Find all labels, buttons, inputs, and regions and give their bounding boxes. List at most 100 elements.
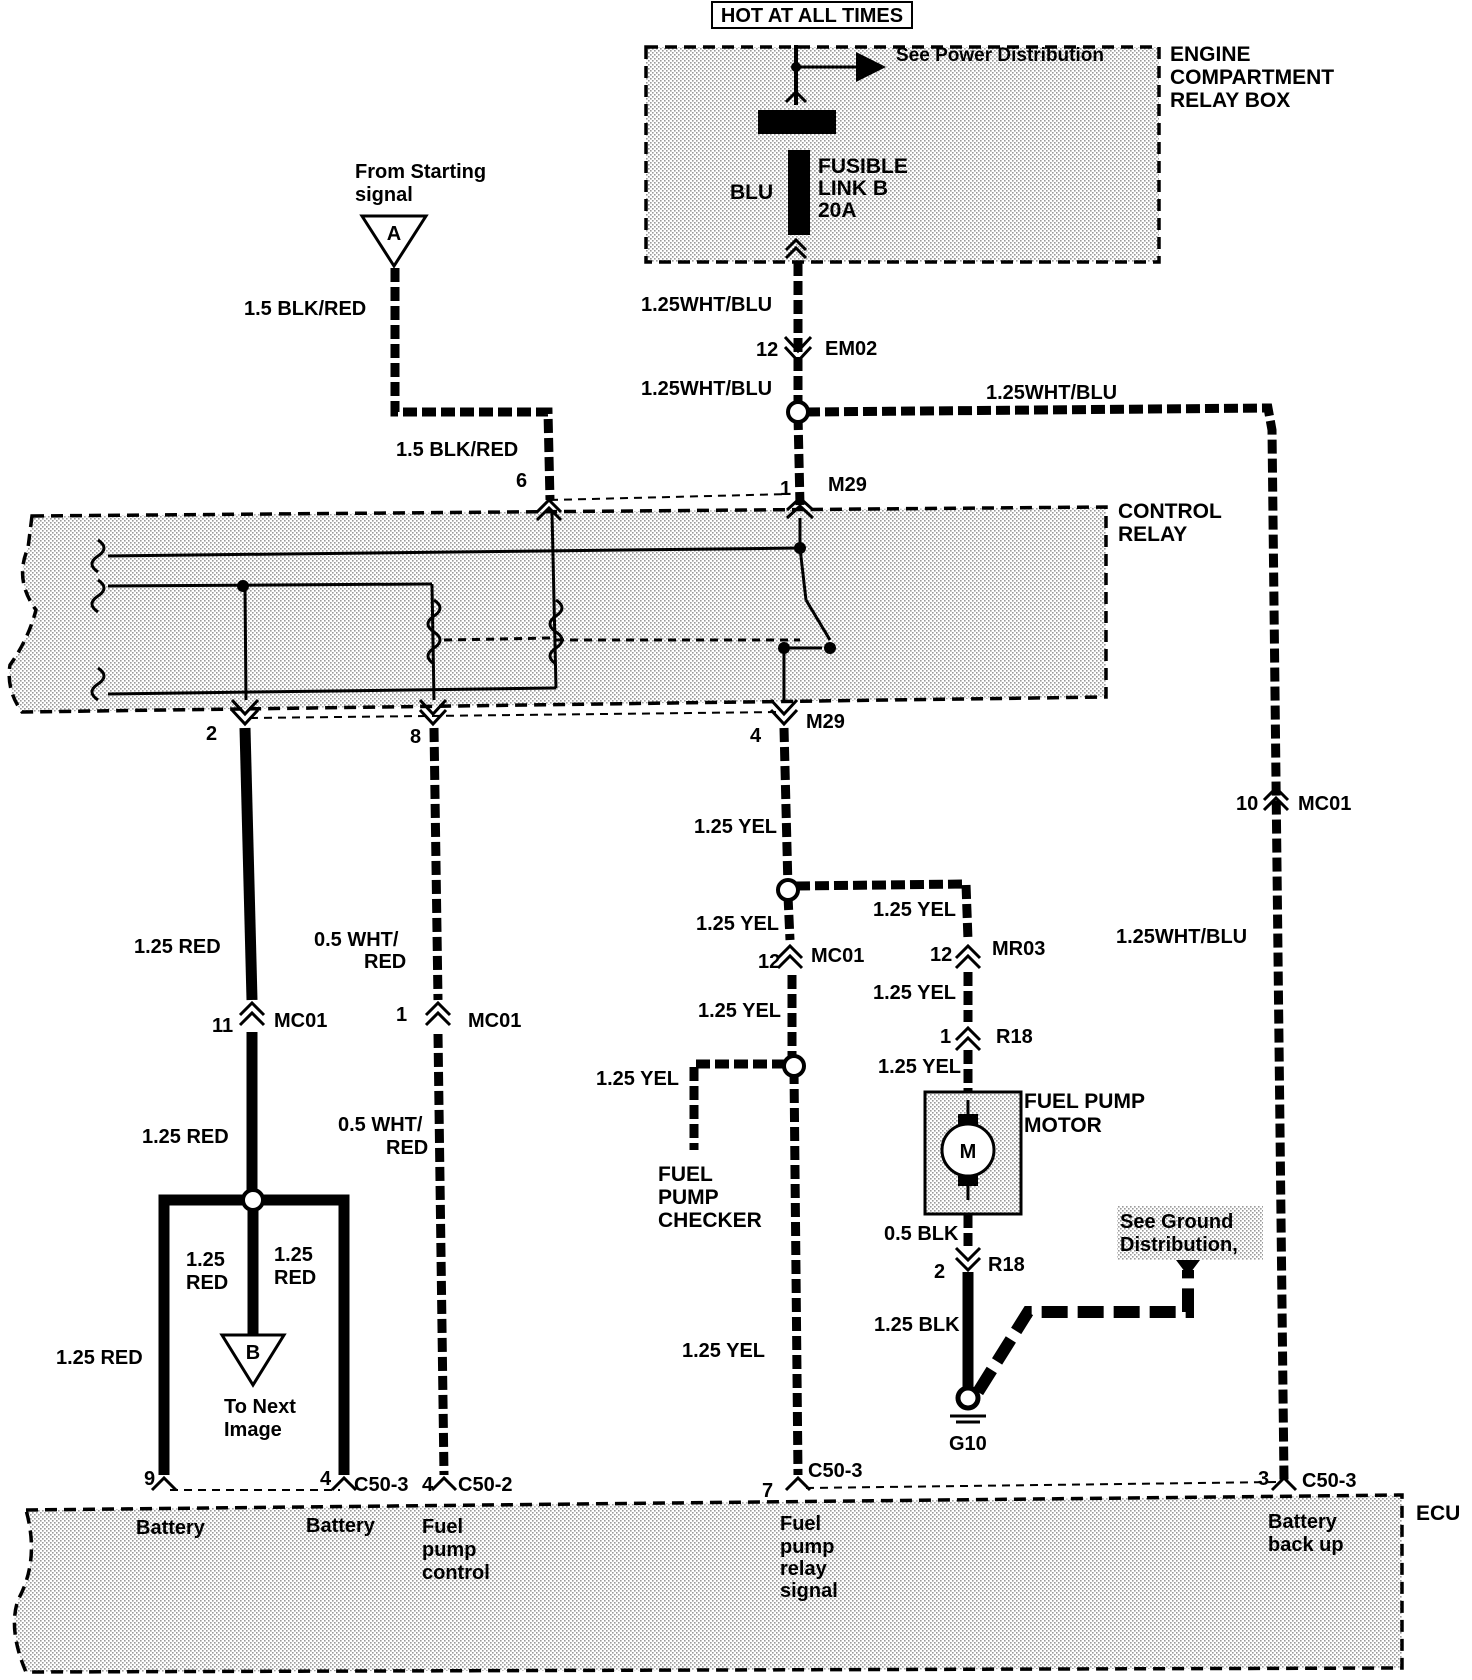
ecu-pin-label: Battery — [1268, 1511, 1338, 1533]
wire-label: 0.5 WHT/ — [338, 1114, 423, 1136]
connector-label: R18 — [988, 1254, 1025, 1276]
motor-icon — [940, 1122, 996, 1178]
connector-label: M29 — [806, 711, 845, 733]
connector-label: R18 — [996, 1026, 1033, 1048]
relay-box-title: ENGINE — [1170, 43, 1251, 66]
pin-number: 2 — [934, 1261, 945, 1283]
pin-number: 12 — [930, 944, 952, 966]
connector-label: MC01 — [1298, 793, 1351, 815]
ecu-pin-label: Fuel — [780, 1513, 821, 1535]
splice-dot — [786, 400, 810, 424]
connector-label: C50-2 — [458, 1474, 512, 1496]
fusible-label: LINK B — [818, 177, 888, 200]
pin-number: 4 — [320, 1468, 332, 1490]
connector-label: MC01 — [468, 1010, 521, 1032]
ecu-box — [12, 1493, 1404, 1674]
wire-label: 1.25 YEL — [694, 816, 777, 838]
pin-number: 6 — [516, 470, 527, 492]
checker-label: CHECKER — [658, 1209, 762, 1232]
wire-wht-blu-backup — [805, 403, 1289, 1481]
wire-label: RED — [274, 1267, 316, 1289]
wire-yel-checker — [689, 1059, 786, 1150]
connector-label: C50-3 — [808, 1460, 862, 1482]
pin-number: 1 — [940, 1026, 951, 1048]
wire-blk-red — [390, 268, 555, 501]
fuse-holder — [758, 110, 836, 134]
wire-label: 1.25 — [186, 1249, 225, 1271]
wire-label: 1.25 YEL — [682, 1340, 765, 1362]
pin-number: 1 — [396, 1004, 407, 1026]
pin-number: 12 — [758, 951, 780, 973]
ecu-title: ECU — [1416, 1502, 1460, 1525]
pin-number: 11 — [212, 1015, 233, 1037]
wire-label: 1.25WHT/BLU — [986, 382, 1117, 404]
ecu-pin-label: Battery — [136, 1517, 206, 1539]
ecu-pin-label: Fuel — [422, 1516, 463, 1538]
relay-internals — [90, 511, 832, 702]
ground-note: Distribution, — [1120, 1234, 1238, 1256]
wire-label: 1.25 YEL — [873, 899, 956, 921]
wire-label: 1.25WHT/BLU — [641, 378, 772, 400]
wire-label: 0.5 BLK — [884, 1223, 959, 1245]
connector-label: EM02 — [825, 338, 877, 360]
pin-number: 9 — [144, 1468, 155, 1490]
wire-label: 1.5 BLK/RED — [244, 298, 366, 320]
hot-label: HOT AT ALL TIMES — [721, 5, 903, 27]
splice-dot — [776, 878, 800, 902]
pin-number: 8 — [410, 726, 421, 748]
wire-label: RED — [364, 951, 406, 973]
marker-a — [359, 214, 429, 269]
next-note: Image — [224, 1419, 282, 1441]
r18-connector — [954, 1246, 982, 1263]
wire-label: 1.25 RED — [56, 1347, 143, 1369]
wire-label: 1.25WHT/BLU — [641, 294, 772, 316]
mc01-connector — [238, 1000, 266, 1017]
ground-note-box — [1117, 1206, 1263, 1260]
pin-number: 10 — [1236, 793, 1258, 815]
connector-label: MC01 — [811, 945, 864, 967]
em02-connector — [783, 335, 813, 354]
wire-label: 1.25 RED — [142, 1126, 229, 1148]
pin-number: 7 — [762, 1480, 773, 1502]
wire-label: RED — [386, 1137, 428, 1159]
mc01-connector — [1262, 785, 1290, 802]
fusible-label: 20A — [818, 199, 857, 222]
splice-dot — [782, 1054, 806, 1078]
relay-box-title: RELAY BOX — [1170, 89, 1290, 112]
r18-connector — [954, 1025, 982, 1042]
ecu-pin-label: signal — [780, 1580, 838, 1602]
wire-label: 0.5 WHT/ — [314, 929, 399, 951]
ecu-pin-label: relay — [780, 1558, 828, 1580]
wire-label: 1.25 RED — [134, 936, 221, 958]
relay-box — [644, 45, 1161, 264]
starting-note: signal — [355, 184, 413, 206]
connector-label: MR03 — [992, 938, 1045, 960]
next-note: To Next — [224, 1396, 296, 1418]
splice-dot — [241, 1188, 265, 1212]
ecu-pin-label: control — [422, 1562, 490, 1584]
pump-label: MOTOR — [1024, 1114, 1102, 1137]
power-note: See Power Distribution — [896, 45, 1104, 66]
marker-b — [219, 1333, 287, 1388]
ecu-pin-label: Battery — [306, 1515, 376, 1537]
connector-label: C50-3 — [1302, 1470, 1356, 1492]
pin-number: 2 — [206, 723, 217, 745]
mr03-connector — [954, 943, 982, 960]
relay-box-title: COMPARTMENT — [1170, 66, 1334, 89]
ground-link — [972, 1270, 1194, 1396]
checker-label: PUMP — [658, 1186, 719, 1209]
connector-label: C50-3 — [354, 1474, 408, 1496]
wire-label: 1.25 BLK — [874, 1314, 960, 1336]
wire-label: 1.25 YEL — [596, 1068, 679, 1090]
control-relay-box — [7, 505, 1108, 714]
checker-label: FUEL — [658, 1163, 713, 1186]
wire-label: 1.25 YEL — [873, 982, 956, 1004]
wire-label: 1.5 BLK/RED — [396, 439, 518, 461]
marker-b-label: B — [246, 1342, 260, 1364]
mc01-connector — [776, 943, 804, 960]
ecu-pin-label: pump — [422, 1539, 476, 1561]
ground-icon — [955, 1385, 981, 1411]
wire-label: 1.25 YEL — [698, 1000, 781, 1022]
